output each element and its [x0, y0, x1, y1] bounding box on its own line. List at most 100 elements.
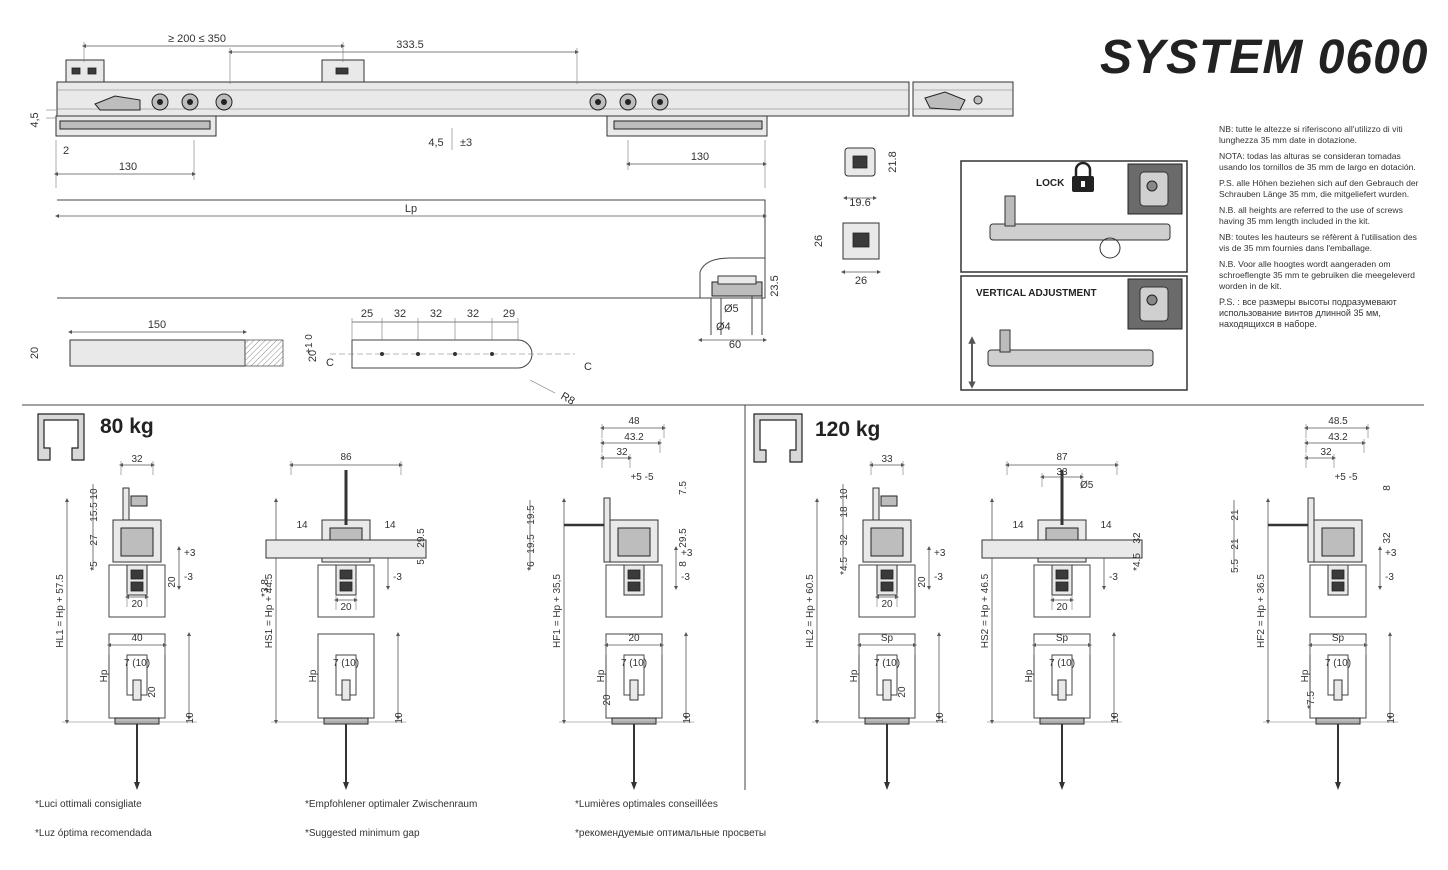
hf1-h: 29.5: [678, 528, 689, 548]
hf1-adjust-screw-icon: [627, 569, 641, 580]
hf2-door-bottom: [1309, 633, 1367, 719]
dim-d5: Ø5: [724, 303, 739, 315]
dim-left-h45: 4,5: [29, 112, 41, 127]
padlock-icon: [1072, 161, 1094, 192]
hs1-w-mid: 20: [340, 602, 352, 613]
hl2-w-top: 33: [881, 454, 893, 465]
hf2-adjust-screw-icon: [1331, 569, 1345, 580]
hs1-door-top: [317, 564, 375, 618]
dim-len-right: 130: [691, 151, 709, 163]
hs1-flange-r: 14: [384, 520, 396, 531]
note-nl: N.B. Voor alle hoogtes wordt aangeraden …: [1219, 259, 1415, 291]
hl1-left-0: 10: [89, 488, 100, 500]
dim-profile-len: 150: [148, 319, 166, 331]
hf1-pin: 7 (10): [621, 658, 647, 669]
hs2-ceiling-profile: [981, 539, 1143, 559]
hl1-left-2: 27: [89, 534, 100, 546]
rail-dimensions: ≥ 200 ≤ 350 333.5 4,5 4,5 ±3 2 130 130: [29, 33, 767, 188]
rail-assembly-elevation: [55, 59, 1014, 137]
load-120kg-label: 120 kg: [815, 418, 881, 441]
hs2-floor-guide: [1039, 717, 1085, 725]
dim-profile-h: 20: [29, 347, 41, 359]
hl1-formula: HL1 = Hp + 57.5: [55, 574, 66, 648]
hf1-h2: 8: [678, 561, 689, 567]
hs2-d5: Ø5: [1080, 480, 1094, 491]
hs1-w-top: 86: [340, 452, 352, 463]
note-it: NB: tutte le altezze si riferiscono all'…: [1219, 124, 1403, 145]
hf1-hp: Hp: [596, 669, 607, 682]
hs1-door-bottom: [317, 633, 375, 719]
hl2-adjust-screw-icon: [880, 569, 894, 580]
hf1-w-outer: 48: [628, 416, 640, 427]
hl1-left-3: *5: [89, 561, 100, 571]
hf1-left-0: 19.5: [526, 505, 537, 525]
hs1-flange-l: 14: [296, 520, 308, 531]
hs2-adj-minus: -3: [1109, 572, 1118, 583]
dim-mid-h45: 4,5: [428, 137, 443, 149]
dim-guide-w: 60: [729, 339, 741, 351]
hf1-w-mid: 43.2: [624, 432, 644, 443]
hs2-w-low: Sp: [1056, 633, 1069, 644]
hs2-base: 10: [1110, 712, 1121, 724]
footnote-fr: *Lumières optimales conseillées: [575, 799, 718, 810]
hf2-left-2: 5.5: [1230, 559, 1241, 573]
hf2-left-0: 21: [1230, 509, 1241, 521]
note-ru: P.S. : все размеры высоты подразумевают …: [1219, 297, 1397, 329]
hl2-pin: 7 (10): [874, 658, 900, 669]
dim-offset: 2: [63, 145, 69, 157]
dim-slot-h: 20: [307, 350, 319, 362]
hf2-floor-guide: [1315, 717, 1361, 725]
hf2-base: 10: [1386, 712, 1397, 724]
hs2-door-bottom: [1033, 633, 1091, 719]
hf1-adj-minus: -3: [681, 572, 690, 583]
lock-carriage: [989, 223, 1171, 241]
hl2-left-1: 18: [839, 506, 850, 518]
footnote-ru: *рекомендуемые оптимальные просветы: [575, 828, 767, 839]
hf2-w-low: Sp: [1332, 633, 1345, 644]
hs1-base: 10: [394, 712, 405, 724]
hs1-adjust-screw-icon: [339, 569, 353, 580]
footnote-es: *Luz óptima recomendada: [35, 828, 152, 839]
hs1-adj-minus: -3: [393, 572, 402, 583]
dim-lp: Lp: [405, 203, 417, 215]
hf1-adj-plus: +3: [681, 548, 693, 559]
hl1-w-top: 32: [131, 454, 143, 465]
hs2-flange-r: 14: [1100, 520, 1112, 531]
hl2-left-2: 32: [839, 534, 850, 546]
hf2-w-mid: 43.2: [1328, 432, 1348, 443]
hf1-left-1: 19.5: [526, 534, 537, 554]
hl1-base: 10: [185, 712, 196, 724]
lock-label: LOCK: [1036, 178, 1065, 189]
hf1-top: 7.5: [678, 481, 689, 495]
dim-guide-h: 23.5: [769, 275, 781, 296]
hs2-formula: HS2 = Hp + 46.5: [980, 573, 991, 648]
note-en: N.B. all heights are referred to the use…: [1219, 205, 1403, 226]
rail-section-detail: 19.6 21.8 26 26: [813, 147, 899, 287]
footnote-de: *Empfohlener optimaler Zwischenraum: [305, 799, 478, 810]
hs2-adjust-screw-icon: [1055, 569, 1069, 580]
hf2-top: 8: [1382, 485, 1393, 491]
dim-sq-h: 26: [813, 235, 825, 247]
section-c-right: C: [584, 361, 592, 373]
hf1-floor-guide: [611, 717, 657, 725]
rail-profile-80-icon: [37, 413, 85, 461]
hf1-carriage: [617, 527, 651, 557]
footnote-en: *Suggested minimum gap: [305, 828, 420, 839]
hl1-adjust-screw-icon: [130, 569, 144, 580]
dim-tolerance: ±3: [460, 137, 472, 149]
hl2-formula: HL2 = Hp + 60.5: [805, 574, 816, 648]
page-title: SYSTEM 0600: [1100, 31, 1429, 84]
rail-profile-120-icon: [753, 413, 803, 463]
hl2-left-0: 10: [839, 488, 850, 500]
hf2-w-outer: 48.5: [1328, 416, 1348, 427]
hf1-door-bottom: [605, 633, 663, 719]
hf1-door-top: [605, 564, 663, 618]
hl2-floor-guide: [864, 717, 910, 725]
hl2-adj-plus: +3: [934, 548, 946, 559]
hs1-ceiling-profile: [265, 539, 427, 559]
hl2-carriage: [870, 527, 904, 557]
screw-length-notes: NB: tutte le altezze si riferiscono all'…: [1219, 124, 1419, 335]
hf1-wall-bracket: [603, 497, 611, 563]
hf2-hp: Hp: [1300, 669, 1311, 682]
